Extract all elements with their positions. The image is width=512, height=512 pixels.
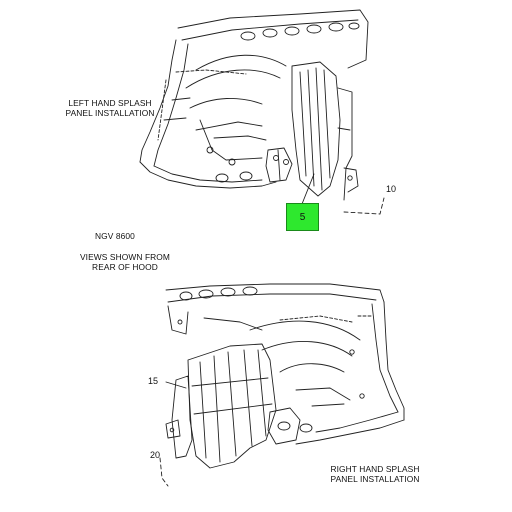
model-label: NGV 8600 <box>95 231 135 241</box>
left-hand-caption-line2: PANEL INSTALLATION <box>65 108 155 118</box>
lh-splash-panel <box>291 61 341 197</box>
right-hand-splash-panel-drawing <box>159 283 405 487</box>
views-note-line2: REAR OF HOOD <box>92 262 158 272</box>
lh-hood-inner-edge <box>181 19 359 41</box>
callout-20[interactable]: 20 <box>150 450 161 460</box>
leader-20 <box>159 457 169 487</box>
leader-10 <box>343 197 385 215</box>
right-hand-caption-line2: PANEL INSTALLATION <box>330 474 420 484</box>
lh-wheel-arch <box>195 54 287 71</box>
rh-wheel-arch <box>249 320 361 341</box>
callout-10[interactable]: 10 <box>386 184 397 194</box>
lh-top-vent-holes <box>240 22 360 41</box>
views-note: VIEWS SHOWN FROM REAR OF HOOD <box>60 252 190 272</box>
left-hand-caption-line1: LEFT HAND SPLASH <box>68 98 152 108</box>
leader-15 <box>165 381 187 389</box>
right-hand-caption-line1: RIGHT HAND SPLASH <box>330 464 420 474</box>
left-hand-splash-panel-drawing <box>139 9 385 215</box>
lh-hood-lower-profile <box>139 161 277 189</box>
rh-mount-bracket <box>171 375 193 459</box>
lh-mount-bracket <box>337 87 353 201</box>
lh-hood-top-edge <box>177 9 369 69</box>
right-hand-caption: RIGHT HAND SPLASH PANEL INSTALLATION <box>315 464 435 484</box>
rh-splash-panel <box>187 343 277 469</box>
callout-15[interactable]: 15 <box>148 376 159 386</box>
callout-5-highlight[interactable]: 5 <box>286 203 319 231</box>
rh-hood-lower-profile <box>295 419 405 445</box>
leader-5 <box>301 173 315 205</box>
views-note-line1: VIEWS SHOWN FROM <box>80 252 170 262</box>
left-hand-caption: LEFT HAND SPLASH PANEL INSTALLATION <box>50 98 170 118</box>
callout-5-number: 5 <box>299 212 306 223</box>
rh-hood-top-edge <box>165 283 385 303</box>
rh-top-vent-holes <box>179 286 258 301</box>
